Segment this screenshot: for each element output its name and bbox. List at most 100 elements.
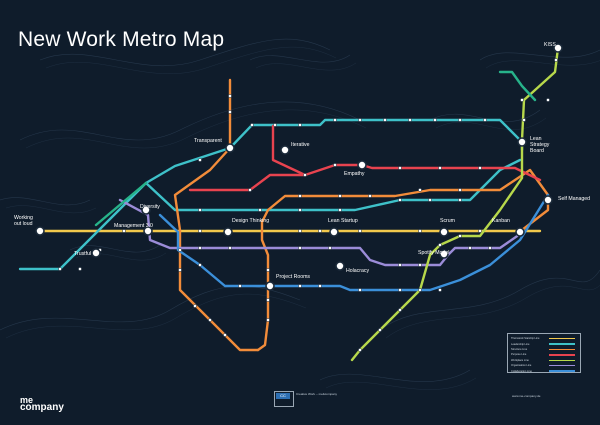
metro-stations bbox=[35, 43, 563, 352]
legend-swatch bbox=[549, 343, 575, 345]
interchange-station bbox=[517, 137, 527, 147]
interchange-station-label: Iterative bbox=[291, 142, 310, 148]
metro-line bbox=[271, 124, 307, 177]
station-dot bbox=[488, 246, 492, 250]
contour-line bbox=[379, 269, 600, 331]
interchange-station bbox=[35, 226, 45, 236]
logo-line-2: company bbox=[20, 402, 64, 413]
station-dot bbox=[458, 188, 462, 192]
station-dot bbox=[522, 118, 526, 122]
interchange-station bbox=[225, 143, 235, 153]
station-dot bbox=[318, 229, 322, 233]
station-dot bbox=[208, 318, 212, 322]
station-dot bbox=[178, 268, 182, 272]
interchange-station bbox=[223, 227, 233, 237]
station-dot bbox=[58, 267, 62, 271]
line-legend: Theinstock Starship Line Leadership Line… bbox=[507, 333, 581, 373]
legend-row: Structure Line bbox=[511, 347, 577, 352]
contour-line bbox=[479, 49, 600, 61]
contour-line bbox=[69, 244, 161, 253]
cc-license-icon: CC bbox=[276, 393, 290, 399]
interchange-station bbox=[515, 227, 525, 237]
metro-line bbox=[144, 158, 522, 212]
station-dot bbox=[408, 118, 412, 122]
interchange-station-label: Empathy bbox=[344, 171, 365, 177]
station-dot bbox=[438, 288, 442, 292]
station-dot bbox=[266, 318, 270, 322]
metro-lines bbox=[18, 46, 560, 362]
contour-line bbox=[5, 293, 307, 339]
legend-row: Organisation Line bbox=[511, 363, 577, 368]
interchange-station bbox=[329, 227, 339, 237]
station-dot bbox=[298, 194, 302, 198]
topographic-background bbox=[0, 38, 600, 390]
station-dot bbox=[298, 123, 302, 127]
interchange-station bbox=[265, 281, 275, 291]
station-dot bbox=[266, 298, 270, 302]
company-logo: me company bbox=[20, 395, 64, 413]
interchange-station-label: Project Rooms bbox=[276, 274, 310, 280]
legend-label: Structure Line bbox=[511, 347, 528, 351]
interchange-station bbox=[439, 249, 449, 259]
footer-note: Creative Work -- me&company bbox=[296, 392, 337, 396]
metro-line bbox=[188, 163, 542, 192]
station-dot bbox=[223, 333, 227, 337]
contour-line bbox=[25, 109, 367, 149]
legend-swatch bbox=[549, 348, 575, 351]
metro-line bbox=[158, 193, 550, 292]
contour-line bbox=[249, 54, 351, 63]
interchange-station-label: Trustful bbox=[74, 251, 91, 257]
station-dot bbox=[398, 308, 402, 312]
interchange-station bbox=[280, 145, 290, 155]
contour-line bbox=[0, 197, 91, 206]
interchange-station-label: Spotify Model bbox=[418, 250, 449, 256]
interchange-station-label: Kanban bbox=[492, 218, 510, 224]
interchange-station-label: Self Managed bbox=[558, 196, 590, 202]
interchange-station-label: Management 3.0 bbox=[114, 223, 153, 229]
station-dot bbox=[333, 163, 337, 167]
station-dot bbox=[298, 284, 302, 288]
contour-line bbox=[435, 117, 547, 130]
legend-row: Collaboration Line bbox=[511, 368, 577, 373]
metro-line bbox=[118, 198, 525, 267]
station-dot bbox=[303, 173, 307, 177]
license-box bbox=[274, 391, 294, 407]
legend-swatch bbox=[549, 364, 575, 367]
interchange-station bbox=[357, 160, 367, 170]
interchange-station bbox=[335, 261, 345, 271]
footer-url: www.me-company.de bbox=[512, 394, 541, 398]
station-dot bbox=[250, 123, 254, 127]
station-dot bbox=[298, 229, 302, 233]
interchange-station bbox=[143, 226, 153, 236]
contour-line bbox=[385, 284, 600, 339]
contour-line bbox=[0, 285, 301, 331]
legend-label: Purpose Line bbox=[511, 353, 527, 357]
station-dot bbox=[368, 194, 372, 198]
station-dot bbox=[328, 246, 332, 250]
station-dot bbox=[438, 166, 442, 170]
station-dot bbox=[178, 248, 182, 252]
legend-label: Theinstock Starship Line bbox=[511, 337, 540, 341]
contour-line bbox=[39, 38, 331, 67]
contour-line bbox=[5, 205, 97, 214]
station-dot bbox=[338, 208, 342, 212]
interchange-station-label: KISS bbox=[544, 42, 556, 48]
interchange-station-label: Holacracy bbox=[346, 268, 369, 274]
contour-line bbox=[325, 377, 477, 390]
station-dot bbox=[418, 263, 422, 267]
legend-swatch bbox=[549, 370, 575, 372]
legend-label: Organisation Line bbox=[511, 364, 532, 368]
interchange-station-label: Design Thinking bbox=[232, 218, 269, 224]
legend-row: Workplace Line bbox=[511, 358, 577, 363]
legend-row: Purpose Line bbox=[511, 352, 577, 357]
logo-line-1: me bbox=[20, 395, 34, 405]
station-dot bbox=[358, 229, 362, 233]
station-dot bbox=[438, 243, 442, 247]
interchange-station bbox=[553, 43, 563, 53]
station-dot bbox=[398, 166, 402, 170]
